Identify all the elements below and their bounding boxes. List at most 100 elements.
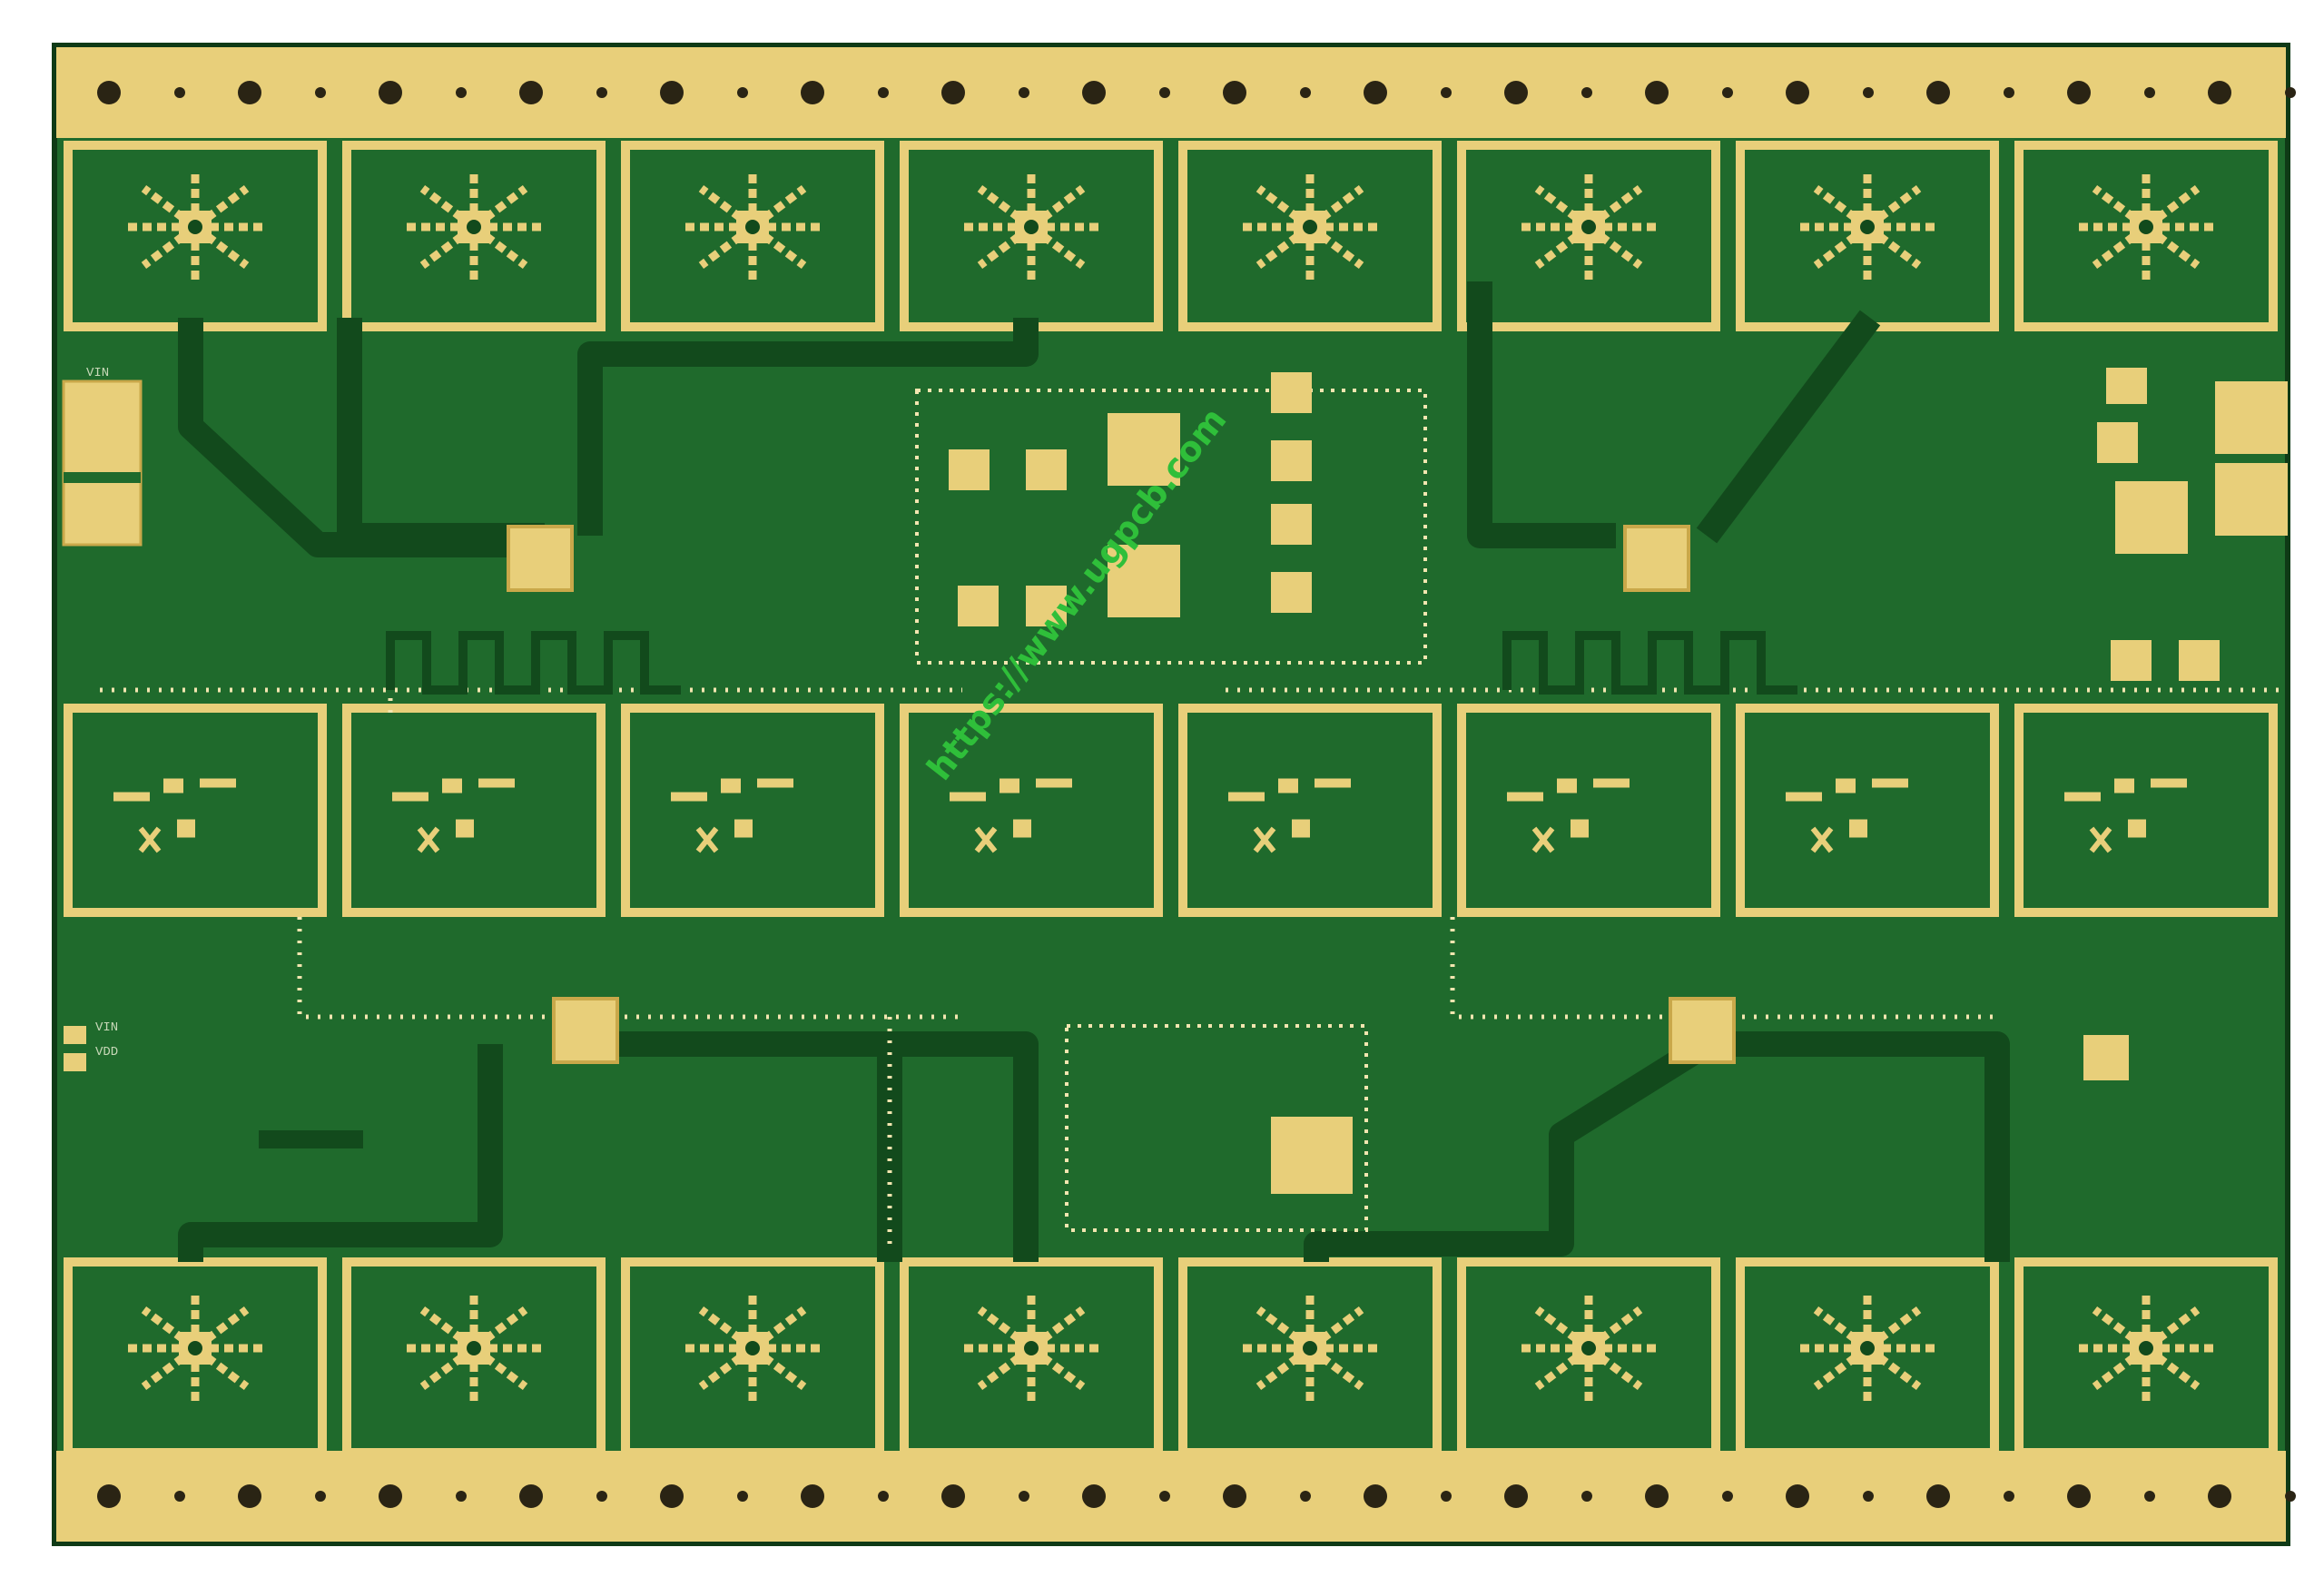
- radiator-arm: [141, 223, 198, 270]
- feed-via: [1581, 220, 1596, 234]
- via-hole: [1863, 1491, 1874, 1502]
- chip-bottom-left: [552, 997, 619, 1064]
- cap-pad-a: [949, 449, 990, 490]
- mounting-hole: [519, 81, 543, 104]
- filter-pad: [1228, 792, 1265, 802]
- top-rail-holes: [97, 81, 2296, 104]
- radiator-arm: [1865, 223, 1922, 270]
- feed-via: [1024, 220, 1039, 234]
- feed-via: [188, 220, 202, 234]
- middle-module-row: [64, 704, 2278, 917]
- radiator-arm: [1029, 184, 1086, 231]
- vin-connector-split: [64, 472, 141, 483]
- bottom-gold-rail: [56, 1451, 2286, 1542]
- radiator-arm: [419, 1306, 477, 1352]
- mounting-hole: [801, 81, 824, 104]
- radiator-arm: [2092, 184, 2149, 231]
- via-hole: [2285, 1491, 2296, 1502]
- vin-connector-pad: [62, 379, 143, 547]
- radiator-arm: [1029, 1345, 1086, 1391]
- mounting-hole: [1504, 81, 1528, 104]
- filter-pad: [2151, 778, 2187, 788]
- filter-pad: [392, 792, 428, 802]
- radiator-arm: [1813, 184, 1870, 231]
- radiator-arm: [977, 1345, 1034, 1391]
- mounting-hole: [1926, 81, 1950, 104]
- filter-pad: [1013, 819, 1031, 838]
- mounting-hole: [97, 1484, 121, 1508]
- mounting-hole: [941, 81, 965, 104]
- radiator-arm: [1586, 223, 1643, 270]
- silkscreen-vdd-left: VDD: [95, 1045, 118, 1060]
- via-hole: [1300, 1491, 1311, 1502]
- via-hole: [1441, 87, 1452, 98]
- radiator-arm: [471, 1306, 528, 1352]
- radiator-arm: [419, 223, 477, 270]
- radiator-arm: [1813, 223, 1870, 270]
- bottom-rail-holes: [97, 1484, 2296, 1508]
- radiator-arm: [1586, 1345, 1643, 1391]
- feed-via: [745, 1341, 760, 1355]
- mounting-hole: [660, 81, 684, 104]
- feed-via: [745, 220, 760, 234]
- filter-line: [417, 826, 440, 853]
- feed-via: [467, 1341, 481, 1355]
- mounting-hole: [379, 1484, 402, 1508]
- radiator-arm: [698, 1306, 755, 1352]
- radiator-arm: [1865, 184, 1922, 231]
- feed-via: [1303, 1341, 1317, 1355]
- radiator-arm: [141, 1345, 198, 1391]
- filter-pad: [1315, 778, 1351, 788]
- radiator-arm: [1029, 223, 1086, 270]
- cap-pad-e: [1271, 372, 1312, 413]
- radiator-arm: [2092, 1306, 2149, 1352]
- cap-pad-c: [958, 586, 999, 626]
- filter-pad: [950, 792, 986, 802]
- filter-pad: [1571, 819, 1589, 838]
- via-hole: [1159, 87, 1170, 98]
- via-hole: [2144, 1491, 2155, 1502]
- filter-pad: [1836, 778, 1856, 793]
- via-hole: [1019, 87, 1029, 98]
- mounting-hole: [941, 1484, 965, 1508]
- mounting-hole: [1364, 1484, 1387, 1508]
- mounting-hole: [1223, 81, 1246, 104]
- filter-pad: [2064, 792, 2101, 802]
- feed-via: [2139, 1341, 2153, 1355]
- silkscreen-vin-left: VIN: [95, 1020, 118, 1035]
- trace-top-right: [1467, 281, 1616, 548]
- cap-pad-g: [1271, 504, 1312, 545]
- amplifier-chips: [507, 525, 1736, 1064]
- mounting-hole: [2208, 1484, 2231, 1508]
- chip-top-right: [1623, 525, 1690, 592]
- via-hole: [1722, 1491, 1733, 1502]
- filter-line: [974, 826, 998, 853]
- module-pocket: [630, 713, 875, 908]
- via-hole: [878, 87, 889, 98]
- radiator-arm: [471, 184, 528, 231]
- radiator-arm: [750, 223, 807, 270]
- meander-left: [386, 631, 681, 695]
- bottom-module-row: [64, 1257, 2278, 1457]
- filter-pad: [2128, 819, 2146, 838]
- mounting-hole: [1645, 1484, 1669, 1508]
- via-hole: [596, 1491, 607, 1502]
- radiator-arm: [1865, 1345, 1922, 1391]
- filter-line: [2089, 826, 2112, 853]
- trace-bot-mid: [617, 1031, 1039, 1262]
- radiator-arm: [1307, 223, 1364, 270]
- lower-block-outline: [1065, 1024, 1368, 1232]
- trace-bot-right-b: [1725, 1031, 2010, 1262]
- control-block-outline: [915, 389, 1427, 665]
- via-hole: [2004, 87, 2014, 98]
- radiator-arm: [698, 1345, 755, 1391]
- radiator-arm: [141, 184, 198, 231]
- radiator-arm: [141, 1306, 198, 1352]
- filter-pad: [1036, 778, 1072, 788]
- mounting-hole: [1926, 1484, 1950, 1508]
- feed-via: [1860, 1341, 1875, 1355]
- mounting-hole: [1364, 81, 1387, 104]
- feed-via: [1303, 220, 1317, 234]
- feed-via: [1581, 1341, 1596, 1355]
- mounting-hole: [97, 81, 121, 104]
